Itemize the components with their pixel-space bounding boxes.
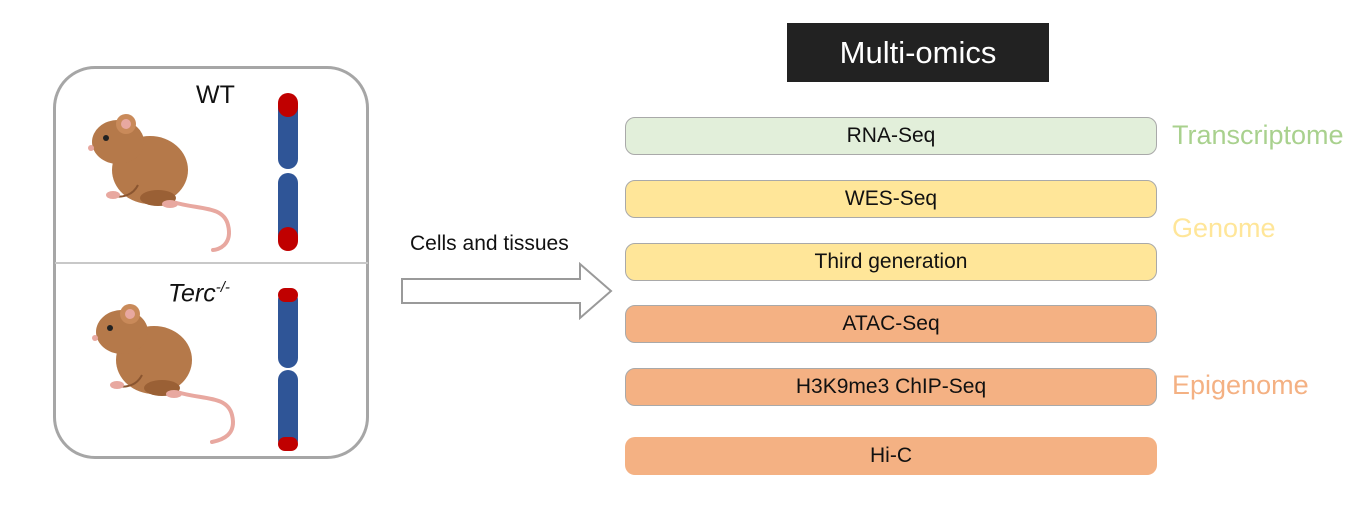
wt-mouse-icon (88, 114, 231, 252)
wes-seq-bar: WES-Seq (625, 180, 1157, 218)
rna-seq-bar: RNA-Seq (625, 117, 1157, 155)
terc-label-superscript: -/- (215, 279, 230, 296)
atac-seq-bar: ATAC-Seq (625, 305, 1157, 343)
epigenome-label: Epigenome (1172, 370, 1309, 400)
terc-knockout-label: Terc-/- (168, 279, 230, 308)
multi-omics-title: Multi-omics (787, 23, 1049, 82)
chip-seq-bar: H3K9me3 ChIP-Seq (625, 368, 1157, 406)
terc-chromosome-icon (278, 288, 298, 451)
wt-chromosome-icon (278, 93, 298, 251)
wt-label: WT (196, 81, 235, 109)
genome-label: Genome (1172, 213, 1276, 243)
arrow-label: Cells and tissues (410, 232, 569, 255)
terc-mouse-icon (92, 304, 235, 444)
right-arrow-icon (401, 262, 613, 320)
panel-divider (55, 262, 368, 264)
terc-label-main: Terc (168, 279, 216, 308)
third-generation-bar: Third generation (625, 243, 1157, 281)
hi-c-bar: Hi-C (625, 437, 1157, 475)
transcriptome-label: Transcriptome (1172, 120, 1344, 150)
